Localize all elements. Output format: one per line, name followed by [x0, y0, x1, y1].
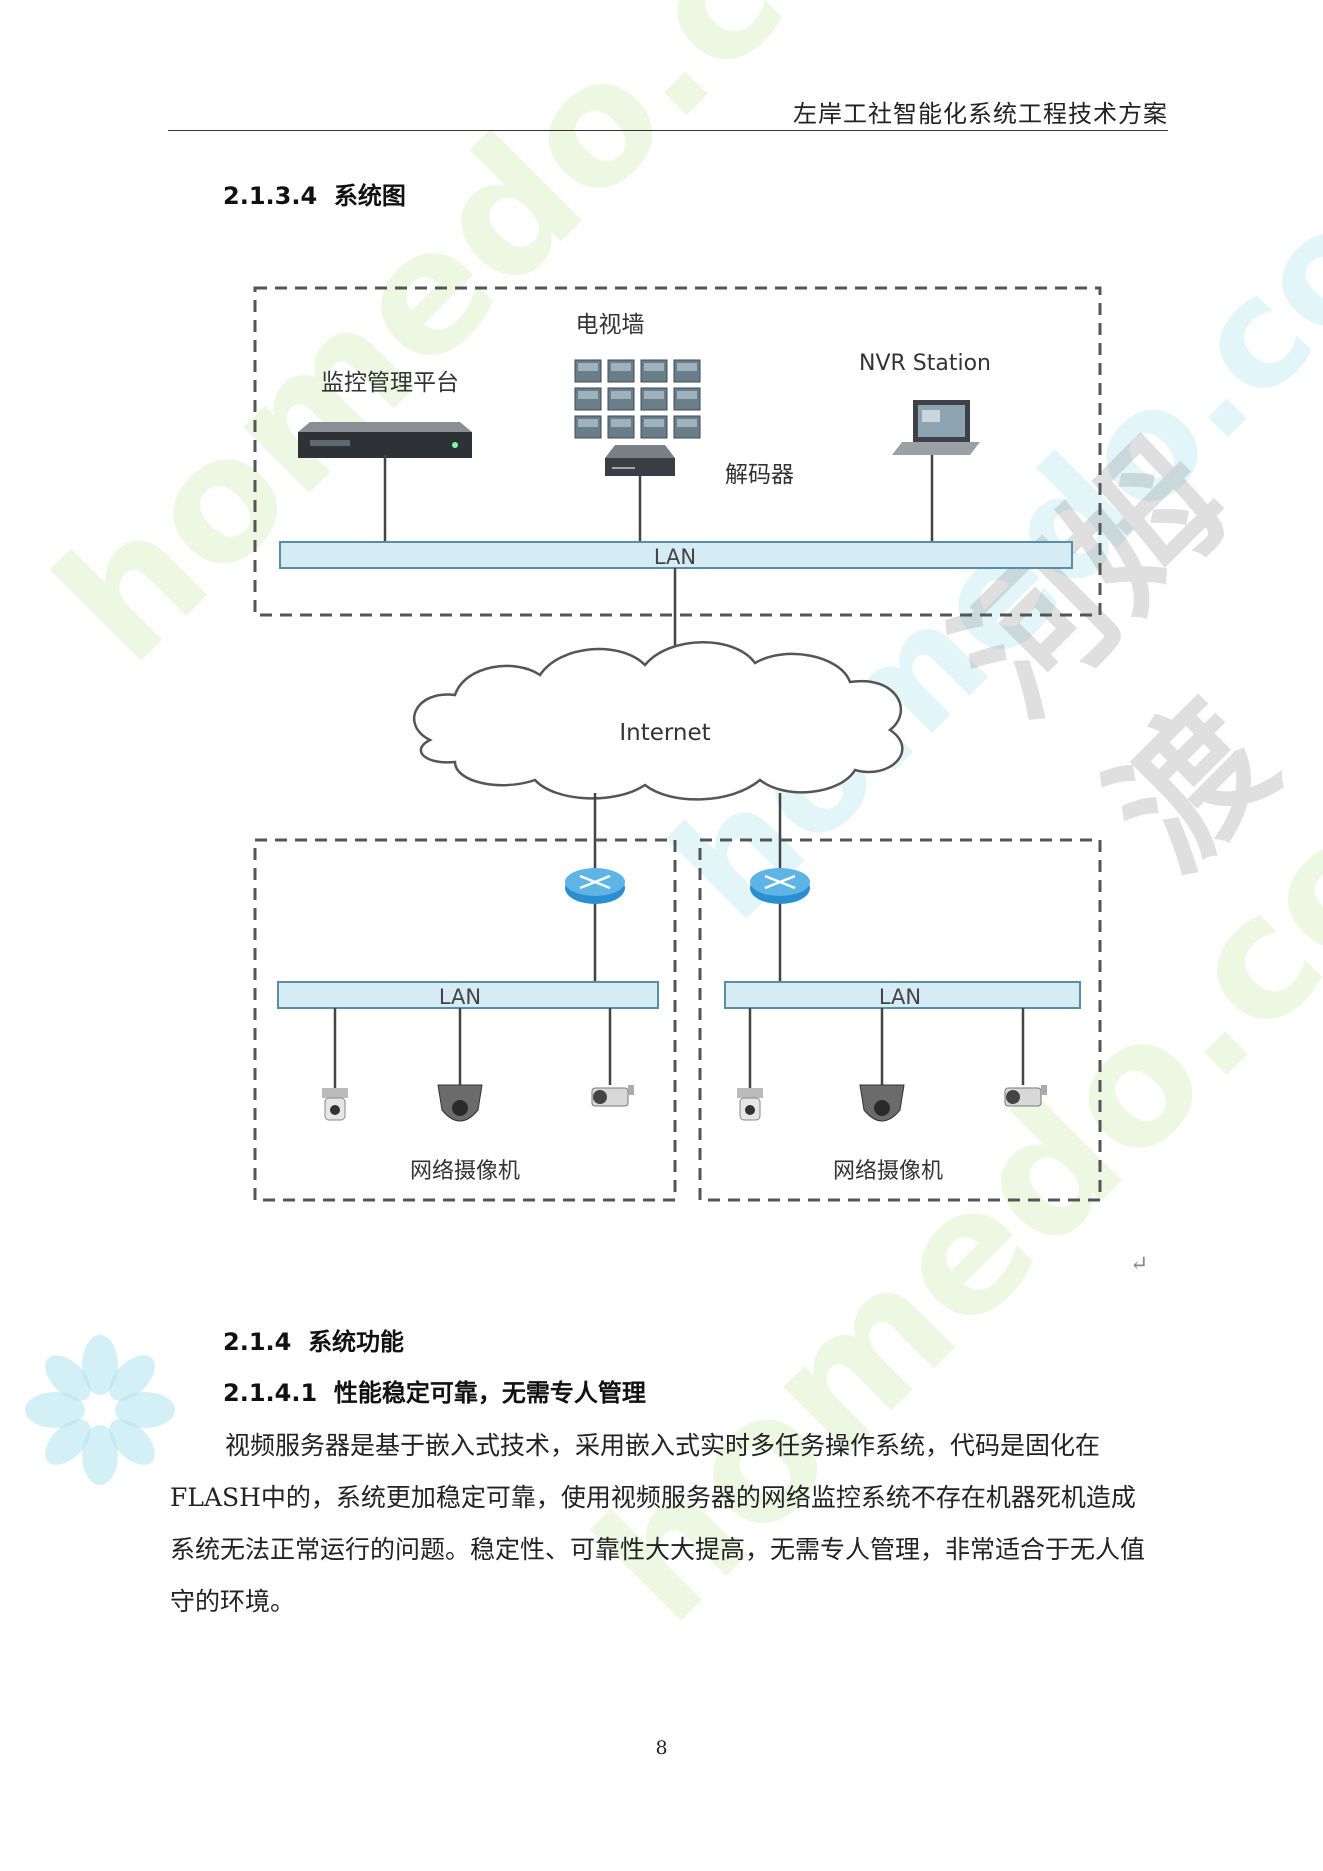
ptz-camera-icon-right	[737, 1088, 763, 1121]
lan-right-label: LAN	[879, 985, 921, 1009]
decoder-icon	[605, 445, 675, 476]
camera-left-label: 网络摄像机	[410, 1159, 520, 1184]
page-number: 8	[655, 1737, 668, 1759]
box-camera-icon-left	[591, 1085, 634, 1107]
subsection-title: 性能稳定可靠，无需专人管理	[333, 1379, 646, 1407]
section-number: 2.1.4	[223, 1328, 292, 1356]
decoder-label: 解码器	[725, 462, 794, 488]
tv-wall-icon	[574, 359, 701, 439]
box-camera-icon-right	[1004, 1085, 1047, 1107]
section-heading-diagram: 2.1.3.4 系统图	[223, 176, 406, 211]
section-title: 系统功能	[308, 1328, 405, 1356]
dome-camera-icon-left	[437, 1084, 483, 1122]
watermark-flower-icon	[20, 1330, 180, 1490]
lan-left-bar	[277, 981, 659, 1009]
mgmt-platform-label: 监控管理平台	[321, 370, 459, 396]
lan-right-bar	[724, 981, 1081, 1009]
header-title: 左岸工社智能化系统工程技术方案	[793, 100, 1168, 128]
site-a-region	[253, 838, 677, 1202]
site-b-region	[698, 838, 1102, 1202]
laptop-icon	[892, 400, 980, 455]
internet-cloud	[412, 641, 904, 801]
lan-left-label: LAN	[439, 985, 481, 1009]
section-title: 系统图	[333, 182, 406, 210]
subsection-heading: 2.1.4.1 性能稳定可靠，无需专人管理	[223, 1373, 646, 1408]
router-icon-left	[565, 868, 625, 904]
ptz-camera-icon-left	[322, 1088, 348, 1121]
paragraph-return-icon: ↵	[1130, 1252, 1149, 1277]
internet-label: Internet	[619, 720, 710, 746]
subsection-number: 2.1.4.1	[223, 1379, 318, 1407]
body-paragraph: 视频服务器是基于嵌入式技术，采用嵌入式实时多任务操作系统，代码是固化在FLASH…	[170, 1431, 1146, 1616]
page-header: 左岸工社智能化系统工程技术方案	[168, 92, 1168, 131]
section-number: 2.1.3.4	[223, 182, 318, 210]
lan-top-label: LAN	[654, 545, 696, 569]
dome-camera-icon-right	[859, 1084, 905, 1122]
system-diagram: 电视墙 解码器 监控管理平台	[253, 286, 1102, 1202]
router-icon-right	[750, 868, 810, 904]
control-center-region	[253, 286, 1102, 617]
section-heading-function: 2.1.4 系统功能	[223, 1322, 404, 1357]
server-icon	[298, 422, 472, 458]
camera-right-label: 网络摄像机	[833, 1159, 943, 1184]
tv-wall-label: 电视墙	[576, 312, 645, 338]
nvr-label: NVR Station	[859, 351, 991, 376]
